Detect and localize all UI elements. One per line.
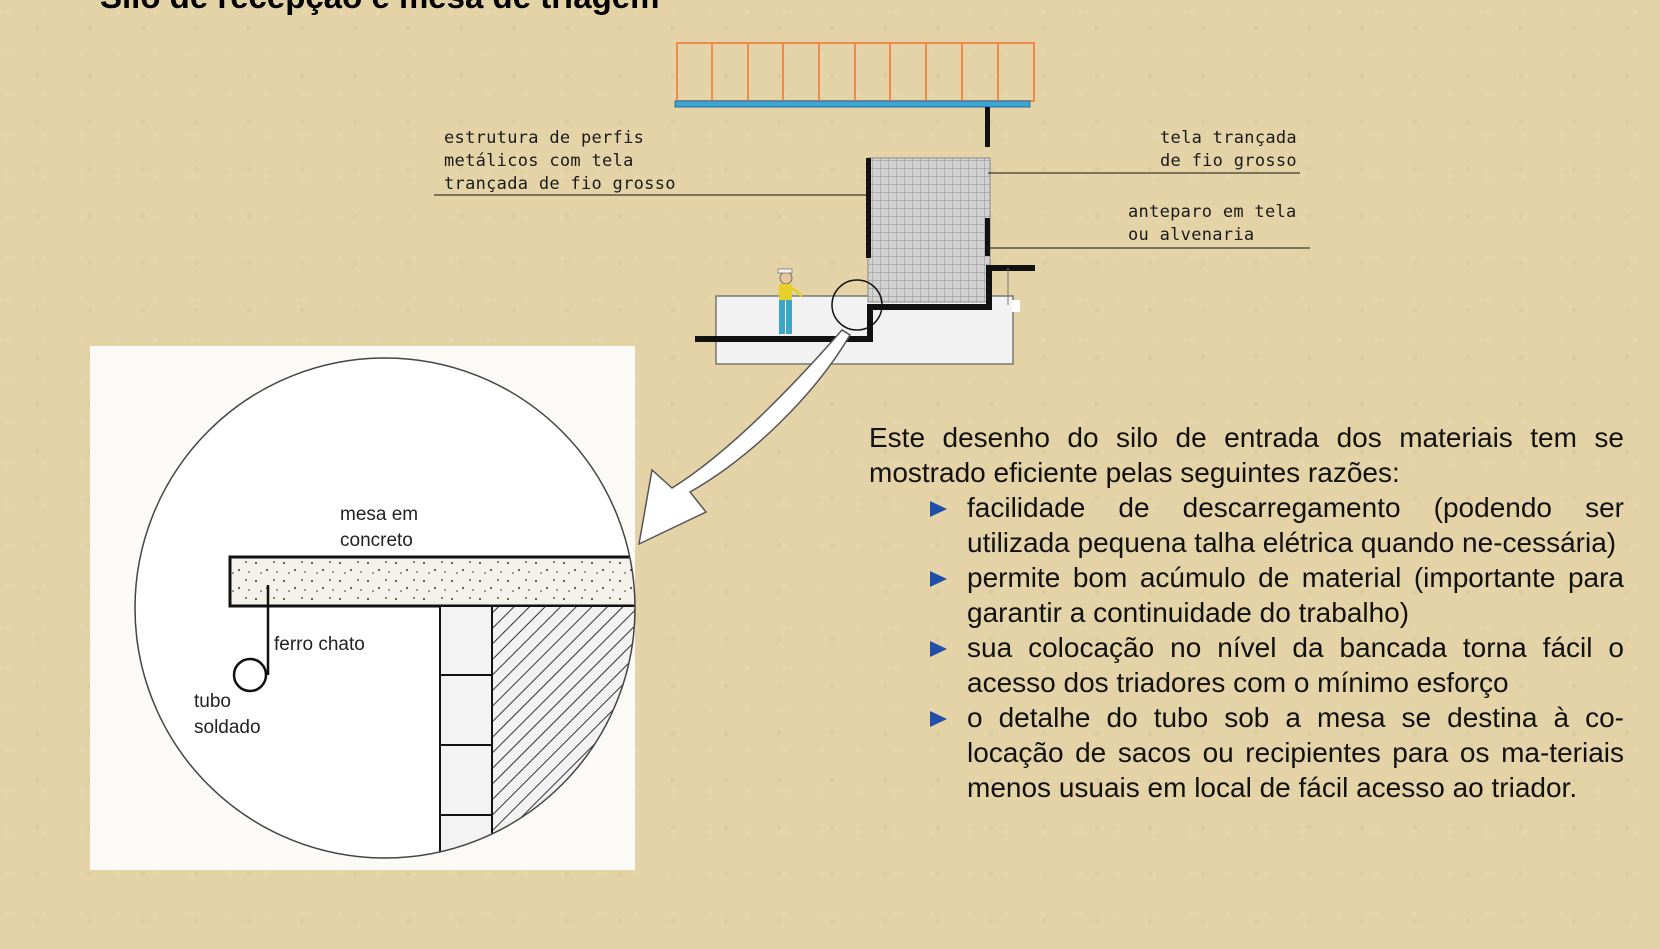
- label-tube-line: soldado: [194, 717, 261, 738]
- page-title: Silo de recepção e mesa de triagem: [100, 0, 659, 16]
- label-flat-iron: ferro chato: [274, 634, 365, 655]
- label-screen-line: de fio grosso: [1160, 151, 1297, 171]
- label-table: mesa em concreto: [340, 502, 418, 554]
- label-tube-line: tubo: [194, 691, 231, 712]
- silo: [695, 157, 1035, 365]
- bullet-arrow-icon: [930, 641, 947, 657]
- intro-text: Este desenho do silo de entrada dos mate…: [869, 422, 1624, 488]
- description: Este desenho do silo de entrada dos mate…: [869, 420, 1624, 805]
- leader-lines: [434, 172, 1310, 249]
- bullet-arrow-icon: [930, 711, 947, 727]
- reasons-list: facilidade de descarregamento (podendo s…: [869, 490, 1624, 805]
- detail-marker: [831, 279, 883, 331]
- label-barrier-line: anteparo em tela: [1128, 202, 1297, 222]
- list-item: facilidade de descarregamento (podendo s…: [924, 490, 1624, 560]
- reason-text: sua colocação no nível da bancada torna …: [967, 632, 1624, 698]
- label-screen: tela trançada de fio grosso: [1160, 127, 1297, 173]
- bullet-arrow-icon: [930, 501, 947, 517]
- truck-bed: [674, 42, 1035, 147]
- reason-text: permite bom acúmulo de material (importa…: [967, 562, 1624, 628]
- list-item: o detalhe do tubo sob a mesa se destina …: [924, 700, 1624, 805]
- label-screen-line: tela trançada: [1160, 128, 1297, 148]
- label-structure-line: metálicos com tela: [444, 151, 634, 171]
- worker-figure: [777, 268, 803, 334]
- label-structure-line: estrutura de perfis: [444, 128, 645, 148]
- reason-text: o detalhe do tubo sob a mesa se destina …: [967, 702, 1624, 803]
- detail-arrow: [638, 329, 852, 546]
- label-structure-line: trançada de fio grosso: [444, 174, 676, 194]
- label-tube: tubo soldado: [194, 689, 261, 741]
- label-table-line: mesa em: [340, 504, 419, 525]
- label-barrier-line: ou alvenaria: [1128, 225, 1255, 245]
- label-barrier: anteparo em tela ou alvenaria: [1128, 201, 1297, 247]
- label-table-line: concreto: [340, 530, 413, 551]
- list-item: sua colocação no nível da bancada torna …: [924, 630, 1624, 700]
- list-item: permite bom acúmulo de material (importa…: [924, 560, 1624, 630]
- detail-view: [90, 346, 636, 870]
- reason-text: facilidade de descarregamento (podendo s…: [967, 492, 1624, 558]
- label-structure: estrutura de perfis metálicos com tela t…: [444, 127, 676, 196]
- bullet-arrow-icon: [930, 571, 947, 587]
